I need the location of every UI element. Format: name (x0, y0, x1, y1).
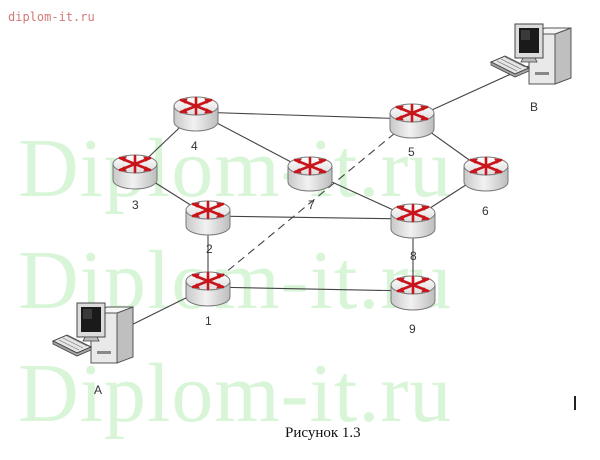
router-label-7: 7 (308, 198, 315, 212)
router-label-5: 5 (408, 145, 415, 159)
desktop-computer-icon (52, 302, 134, 364)
router-label-4: 4 (191, 139, 198, 153)
watermark-text: Diplom-it.ru (18, 347, 453, 440)
link-4-5 (195, 111, 413, 120)
text-cursor (574, 396, 576, 410)
router-label-9: 9 (409, 322, 416, 336)
router-icon (172, 95, 220, 133)
link-1-5 (207, 118, 413, 288)
link-2-8 (207, 215, 414, 220)
router-icon (389, 274, 437, 312)
computer-label-B: B (530, 100, 539, 114)
router-icon (184, 199, 232, 237)
router-icon (462, 155, 510, 193)
desktop-computer-icon (490, 23, 572, 85)
router-label-1: 1 (205, 314, 212, 328)
router-icon (184, 270, 232, 308)
router-icon (286, 155, 334, 193)
router-label-2: 2 (206, 242, 213, 256)
router-label-6: 6 (482, 204, 489, 218)
figure-caption: Рисунок 1.3 (285, 425, 361, 441)
router-icon (388, 102, 436, 140)
link-1-9 (207, 286, 414, 292)
watermark-text: Diplom-it.ru (18, 122, 453, 215)
router-icon (389, 202, 437, 240)
computer-label-A: A (94, 383, 103, 397)
router-label-8: 8 (410, 249, 417, 263)
router-label-3: 3 (132, 198, 139, 212)
site-mark: diplom-it.ru (8, 10, 95, 24)
router-icon (111, 153, 159, 191)
